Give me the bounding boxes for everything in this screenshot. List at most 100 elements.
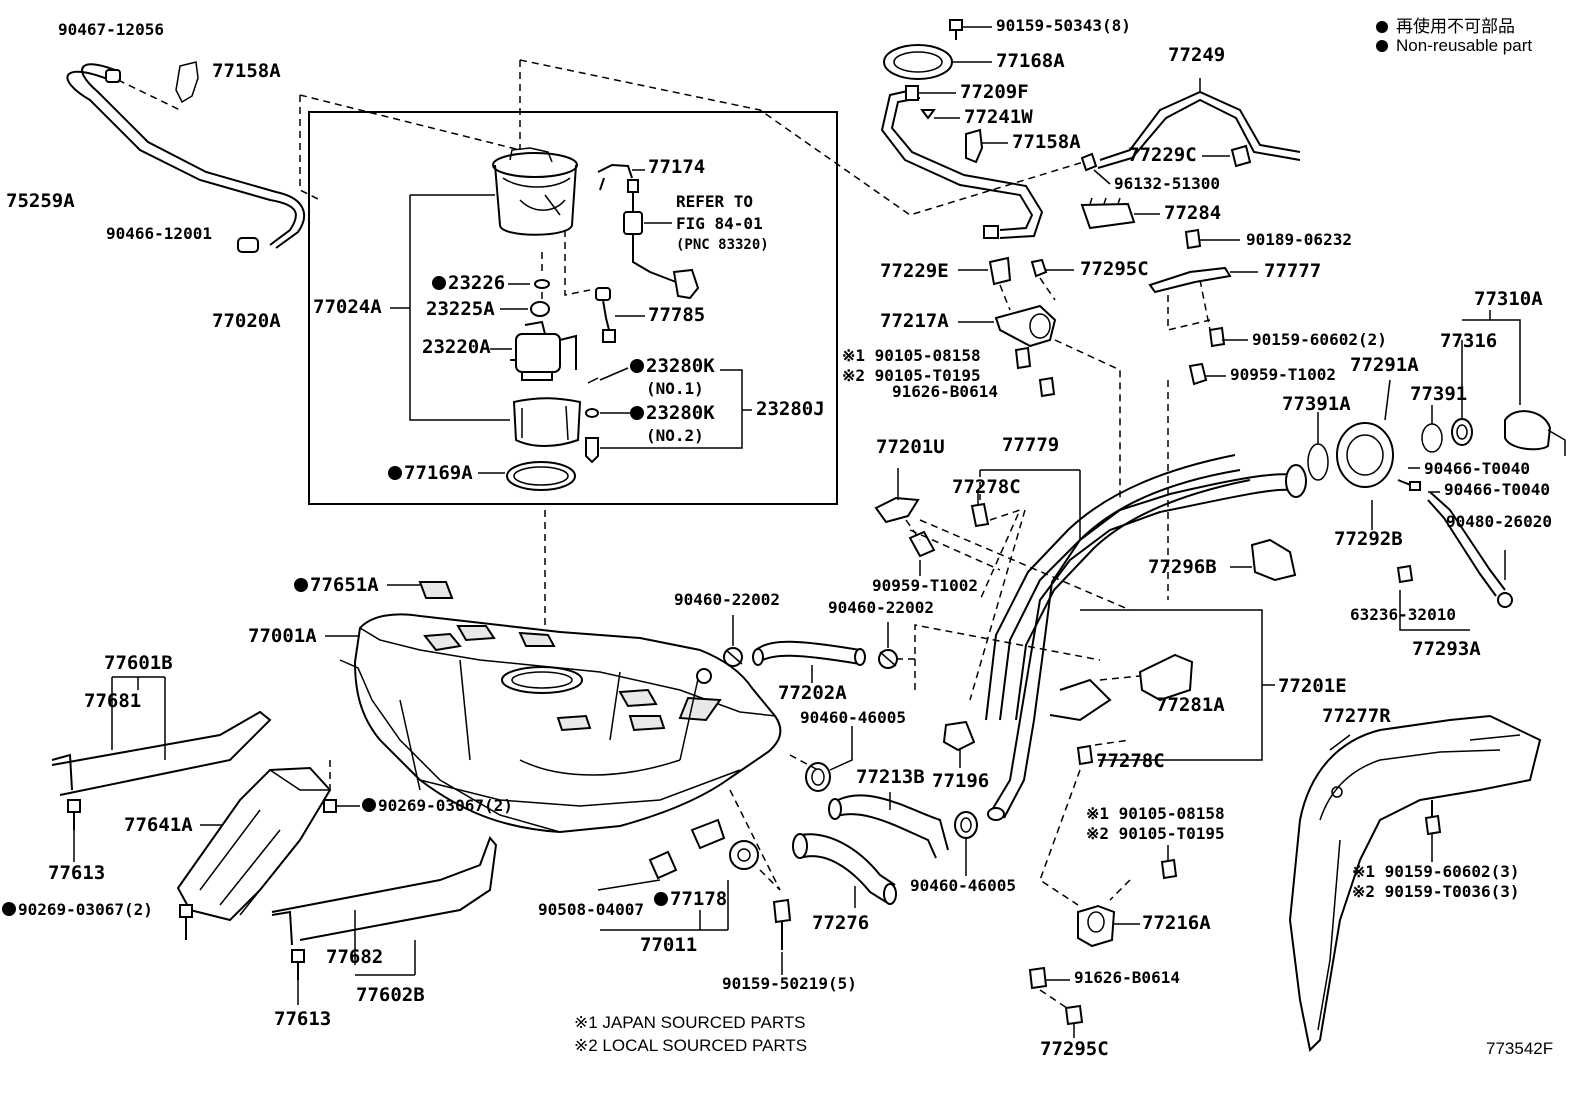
label-90466-T0040-a: 90466-T0040 (1424, 459, 1530, 478)
fuel-filter-cup (512, 397, 582, 447)
label-90959-T1002-a: 90959-T1002 (1230, 365, 1336, 384)
non-reusable-dot-icon (432, 276, 446, 290)
label-77310A: 77310A (1474, 288, 1543, 310)
bolt-77613-a (67, 799, 81, 830)
label-77202A: 77202A (778, 682, 847, 704)
bracket-77281A (1138, 653, 1194, 702)
non-reusable-dot-icon (362, 798, 376, 812)
label-77681: 77681 (84, 690, 142, 712)
part-77196 (942, 720, 976, 752)
legend-jp: 再使用不可部品 (1376, 12, 1515, 37)
label-90105-T0195-a: ※2 90105-T0195 (842, 366, 981, 385)
label-90466-12001: 90466-12001 (106, 224, 212, 243)
label-77174: 77174 (648, 156, 706, 178)
label-77295C-a: 77295C (1080, 258, 1149, 280)
label-77278C-b: 77278C (1096, 750, 1165, 772)
label-77209F: 77209F (960, 81, 1029, 103)
bracket-77217A (994, 304, 1057, 348)
label-77281A: 77281A (1156, 694, 1225, 716)
part-23280K-1 (587, 377, 599, 384)
non-reusable-dot-icon (654, 892, 668, 906)
bolt-90105-08158-a (1014, 346, 1032, 370)
label-77217A: 77217A (880, 310, 949, 332)
label-90508-04007: 90508-04007 (538, 900, 644, 919)
hose-77202A (752, 640, 866, 666)
non-reusable-dot-icon (294, 578, 308, 592)
label-75259A: 75259A (6, 190, 75, 212)
label-77292B: 77292B (1334, 528, 1403, 550)
clamp-90460-46005-a (805, 762, 831, 792)
label-77296B: 77296B (1148, 556, 1217, 578)
label-77391A: 77391A (1282, 393, 1351, 415)
label-77216A: 77216A (1142, 912, 1211, 934)
part-77391 (1421, 423, 1443, 453)
bracket-77158A-b (965, 128, 984, 164)
label-77168A: 77168A (996, 50, 1065, 72)
fuel-tank (339, 613, 782, 834)
bolt-90105-08158-b (1160, 858, 1178, 880)
part-77651A (418, 581, 454, 599)
label-77001A: 77001A (248, 625, 317, 647)
label-23226: 23226 (432, 274, 505, 293)
label-90105-08158-a: ※1 90105-08158 (842, 346, 981, 365)
fuel-cap-77310A (1504, 410, 1566, 456)
label-77613-a: 77613 (48, 862, 106, 884)
part-77391A (1307, 443, 1329, 481)
label-77213B: 77213B (856, 766, 925, 788)
label-77011: 77011 (640, 934, 698, 956)
clip-77278C-b (1076, 744, 1094, 766)
refer-line-3: (PNC 83320) (676, 237, 769, 253)
clip-77278C-a (970, 502, 990, 528)
bracket-77777 (1148, 266, 1232, 294)
clip-77229C (1230, 144, 1252, 168)
clip-77295C-b (1064, 1004, 1084, 1026)
label-77278C-a: 77278C (952, 476, 1021, 498)
non-reusable-dot-icon (2, 902, 16, 916)
refer-line-1: REFER TO (676, 192, 754, 211)
bolt-90159-60602 (1208, 326, 1226, 348)
label-77024A: 77024A (313, 296, 382, 318)
clamp-90460-46005-b (954, 811, 978, 839)
breather-hose-77293A (1396, 479, 1513, 608)
label-90269-03067-a: 90269-03067(2) (362, 798, 513, 814)
label-90189-06232: 90189-06232 (1246, 230, 1352, 249)
clip-90959-T1002-b (908, 530, 936, 558)
non-reusable-dot-icon (1376, 40, 1388, 52)
fuel-pump-module (492, 147, 578, 236)
clip-77229E (988, 256, 1012, 286)
non-reusable-dot-icon (1376, 21, 1388, 33)
label-77295C-b: 77295C (1040, 1038, 1109, 1060)
label-90460-46005-a: 90460-46005 (800, 708, 906, 727)
label-77785: 77785 (648, 304, 706, 326)
label-23225A: 23225A (426, 298, 495, 320)
label-90269-03067-b: 90269-03067(2) (2, 902, 153, 918)
bolt-90159-60602-3 (1424, 800, 1442, 836)
label-90159-50219: 90159-50219(5) (722, 974, 857, 993)
bolt-90159-50343 (949, 19, 963, 40)
clip-77295C-a (1030, 258, 1048, 278)
bolt-77613-b (291, 949, 305, 980)
non-reusable-dot-icon (630, 406, 644, 420)
footnote-local: ※2 LOCAL SOURCED PARTS (574, 1036, 808, 1055)
label-23280K-1: 23280K (630, 357, 715, 376)
label-90159-50343: 90159-50343(8) (996, 16, 1131, 35)
part-77011-sender (648, 818, 759, 880)
label-77291A: 77291A (1350, 354, 1419, 376)
label-90105-T0195-b: ※2 90105-T0195 (1086, 824, 1225, 843)
protector-77277R (1288, 714, 1542, 1053)
label-77779: 77779 (1002, 434, 1060, 456)
label-90159-T0036-3: ※2 90159-T0036(3) (1352, 882, 1520, 901)
bracket-77201U (874, 496, 920, 524)
label-77229E: 77229E (880, 260, 949, 282)
footnote-japan: ※1 JAPAN SOURCED PARTS (574, 1013, 806, 1032)
clip-90189-06232 (1184, 228, 1202, 250)
hose-77213B (828, 794, 949, 859)
label-77293A: 77293A (1412, 638, 1481, 660)
label-77284: 77284 (1164, 202, 1222, 224)
clamp-90460-22002-a (723, 647, 743, 667)
label-77196: 77196 (932, 770, 990, 792)
tube-77209F (880, 85, 1044, 239)
label-77201U: 77201U (876, 436, 945, 458)
label-90466-T0040-b: 90466-T0040 (1444, 480, 1550, 499)
